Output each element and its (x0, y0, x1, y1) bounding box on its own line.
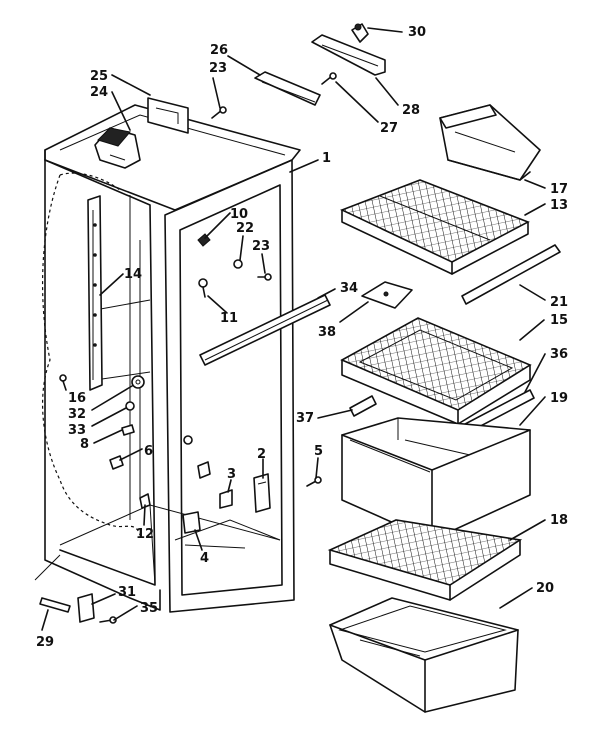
callout-25: 25 (90, 69, 108, 84)
cover-plate (361, 281, 413, 309)
rear-bottom-parts (39, 593, 117, 624)
shelf-trim (461, 244, 561, 305)
callout-38: 38 (318, 325, 336, 340)
callout-5: 5 (314, 444, 323, 459)
callout-30: 30 (408, 25, 426, 40)
callout-23: 23 (252, 239, 270, 254)
callout-8: 8 (80, 437, 89, 452)
callout-2: 2 (257, 447, 266, 462)
callout-31: 31 (118, 585, 136, 600)
callout-19: 19 (550, 391, 568, 406)
callout-16: 16 (68, 391, 86, 406)
lower-drawer (329, 597, 519, 713)
dairy-bin (439, 104, 541, 181)
callout-34: 34 (340, 281, 358, 296)
callout-10: 10 (230, 207, 248, 222)
callout-14: 14 (124, 267, 142, 282)
callout-35: 35 (140, 601, 158, 616)
callout-27: 27 (380, 121, 398, 136)
callout-22: 22 (236, 221, 254, 236)
screw-top (211, 106, 227, 119)
callout-15: 15 (550, 313, 568, 328)
callout-23-top: 23 (209, 61, 227, 76)
callout-26: 26 (210, 43, 228, 58)
top-cover (254, 71, 321, 106)
callout-28: 28 (402, 103, 420, 118)
crisper-drawer (341, 417, 531, 541)
callout-18: 18 (550, 513, 568, 528)
callout-labels: 1 2 3 4 5 6 8 10 11 12 13 14 15 16 17 18… (36, 25, 568, 650)
shelf-support (199, 294, 331, 366)
callout-29: 29 (36, 635, 54, 650)
glass-shelf-crisper-cover (340, 317, 532, 425)
upper-bracket (311, 34, 386, 76)
callout-1: 1 (322, 151, 331, 166)
callout-17: 17 (550, 182, 568, 197)
clip (351, 23, 369, 43)
control-bracket (147, 97, 189, 134)
callout-13: 13 (550, 198, 568, 213)
callout-3: 3 (227, 467, 236, 482)
callout-32: 32 (68, 407, 86, 422)
rear-strip-lead (34, 554, 61, 581)
callout-21: 21 (550, 295, 568, 310)
callout-20: 20 (536, 581, 554, 596)
callout-37: 37 (296, 411, 314, 426)
callout-11: 11 (220, 311, 238, 326)
callout-6: 6 (144, 444, 153, 459)
lower-glass-shelf (327, 519, 523, 601)
wiring-harness (41, 174, 141, 536)
callout-12: 12 (136, 527, 154, 542)
control-housing (94, 127, 141, 169)
callout-33: 33 (68, 423, 86, 438)
wire-shelf (339, 179, 530, 275)
leader-lines (41, 27, 546, 631)
light-strip (87, 195, 103, 391)
slide-rail-left (349, 395, 377, 417)
cabinet-liner (44, 104, 301, 613)
callout-4: 4 (200, 551, 209, 566)
callout-24: 24 (90, 85, 108, 100)
callout-36: 36 (550, 347, 568, 362)
screw-cover (321, 72, 337, 85)
